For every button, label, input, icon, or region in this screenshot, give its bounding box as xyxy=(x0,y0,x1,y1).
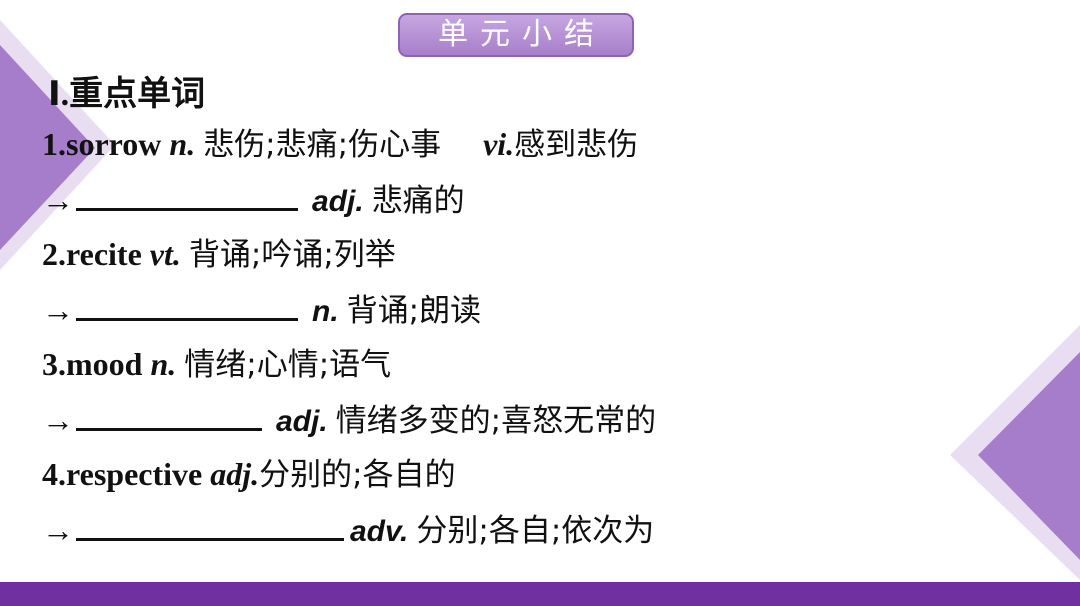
definition: 悲伤;悲痛;伤心事 xyxy=(203,127,442,163)
part-of-speech: vt. xyxy=(149,236,181,272)
section-heading: Ⅰ.重点单词 xyxy=(48,76,206,113)
derived-line: → n. 背诵;朗读 xyxy=(42,294,481,327)
part-of-speech: n. xyxy=(150,346,177,382)
derived-line: → adj. 悲痛的 xyxy=(42,184,465,217)
entry-word: 3.mood xyxy=(42,346,143,382)
arrow: → xyxy=(42,182,74,218)
derived-part-of-speech: adv. xyxy=(350,515,409,548)
entry-line: 2.recite vt. 背诵;吟诵;列举 xyxy=(42,238,396,271)
slide-title: 单元小结 xyxy=(398,13,634,57)
definition: 分别的;各自的 xyxy=(259,457,456,493)
derived-line: → adv. 分别;各自;依次为 xyxy=(42,514,654,547)
derived-part-of-speech: n. xyxy=(312,295,339,328)
derived-part-of-speech: adj. xyxy=(312,185,364,218)
entry-word: 4.respective xyxy=(42,456,203,492)
bottom-bar xyxy=(0,582,1080,606)
part-of-speech: vi. xyxy=(483,126,515,162)
derived-part-of-speech: adj. xyxy=(276,405,328,438)
arrow: → xyxy=(42,512,74,548)
right-triangle-dark xyxy=(978,352,1080,560)
arrow: → xyxy=(42,292,74,328)
part-of-speech: n. xyxy=(169,126,196,162)
definition: 情绪;心情;语气 xyxy=(184,347,392,383)
answer-blank[interactable] xyxy=(76,516,344,541)
definition: 感到悲伤 xyxy=(514,127,639,163)
answer-blank[interactable] xyxy=(76,296,298,321)
answer-blank[interactable] xyxy=(76,406,262,431)
derived-definition: 背诵;朗读 xyxy=(346,293,482,329)
derived-definition: 情绪多变的;喜怒无常的 xyxy=(335,403,657,439)
definition: 背诵;吟诵;列举 xyxy=(188,237,396,273)
derived-definition: 悲痛的 xyxy=(371,183,465,219)
entry-line: 3.mood n. 情绪;心情;语气 xyxy=(42,348,391,381)
part-of-speech: adj. xyxy=(210,456,260,492)
answer-blank[interactable] xyxy=(76,186,298,211)
left-triangle-dark xyxy=(0,45,95,250)
derived-line: → adj. 情绪多变的;喜怒无常的 xyxy=(42,404,656,437)
entry-word: 1.sorrow xyxy=(42,126,162,162)
arrow: → xyxy=(42,402,74,438)
entry-line: 4.respective adj.分别的;各自的 xyxy=(42,458,456,491)
entry-line: 1.sorrow n. 悲伤;悲痛;伤心事 vi.感到悲伤 xyxy=(42,128,638,161)
entry-word: 2.recite xyxy=(42,236,142,272)
derived-definition: 分别;各自;依次为 xyxy=(416,513,655,549)
